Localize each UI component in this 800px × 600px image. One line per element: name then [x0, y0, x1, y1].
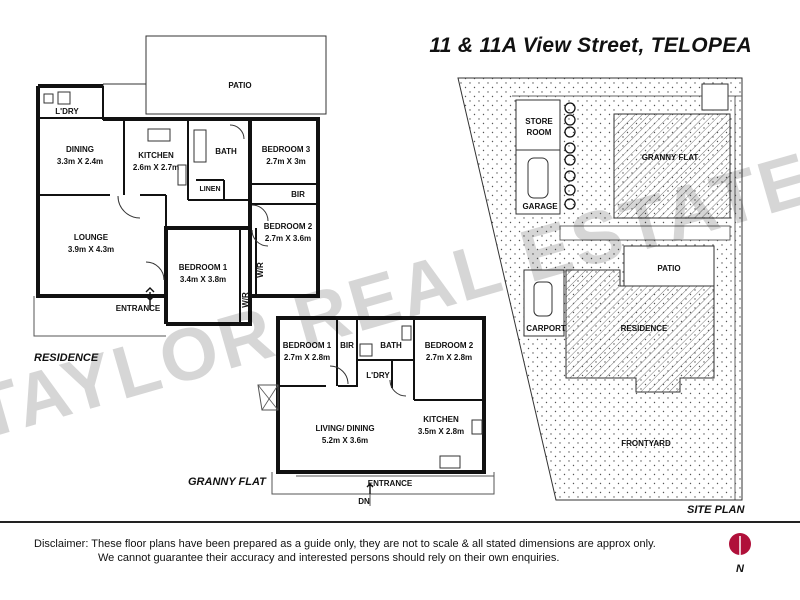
granny-flat-plan: BEDROOM 1 2.7m X 2.8m BIR BATH L'DRY BED… — [257, 316, 495, 506]
label-site-frontyard: FRONTYARD — [621, 439, 671, 448]
label-res-wr-2: W/R — [256, 262, 265, 278]
label-site-patio: PATIO — [657, 264, 680, 273]
label-gf-bed1-dim: 2.7m X 2.8m — [284, 353, 330, 362]
label-site-store-1: STORE — [525, 117, 553, 126]
entrance-arrow-icon — [145, 292, 155, 310]
label-site-store-2: ROOM — [527, 128, 552, 137]
label-res-lounge-dim: 3.9m X 4.3m — [68, 245, 114, 254]
label-res-entrance: ENTRANCE — [116, 304, 161, 313]
page-title: 11 & 11A View Street, TELOPEA — [429, 34, 752, 57]
disclaimer-line-2: We cannot guarantee their accuracy and i… — [98, 552, 560, 564]
granny-outer-wall — [276, 316, 486, 474]
label-site-granny-flat: GRANNY FLAT — [642, 153, 699, 162]
label-res-bed1: BEDROOM 1 — [179, 263, 228, 272]
label-gf-bath: BATH — [380, 341, 402, 350]
label-res-bed3: BEDROOM 3 — [262, 145, 311, 154]
label-res-bath: BATH — [215, 147, 237, 156]
section-label-residence: RESIDENCE — [34, 352, 99, 364]
label-gf-ldry: L'DRY — [366, 371, 390, 380]
label-site-carport: CARPORT — [526, 324, 566, 333]
label-res-dining-dim: 3.3m X 2.4m — [57, 157, 103, 166]
label-site-residence: RESIDENCE — [621, 324, 668, 333]
site-store-garage — [515, 99, 561, 215]
label-res-dining: DINING — [66, 145, 94, 154]
label-gf-living-dim: 5.2m X 3.6m — [322, 436, 368, 445]
residence-patio-area — [145, 35, 327, 115]
label-gf-living: LIVING/ DINING — [315, 424, 374, 433]
north-compass-icon: N — [729, 533, 751, 575]
label-res-bed3-dim: 2.7m X 3m — [266, 157, 306, 166]
site-carport — [523, 269, 565, 337]
disclaimer-line-1: Disclaimer: These floor plans have been … — [34, 538, 656, 550]
label-gf-bed2: BEDROOM 2 — [425, 341, 474, 350]
label-gf-dn: DN — [358, 497, 370, 506]
label-res-bir: BIR — [291, 190, 305, 199]
label-res-wr-1: W/R — [241, 292, 250, 308]
label-gf-kitchen: KITCHEN — [423, 415, 459, 424]
granny-entrance-arrow-icon — [366, 483, 374, 494]
site-plan: STORE ROOM GARAGE GRANNY FLAT PATIO CARP… — [457, 77, 743, 501]
residence-plan: PATIO L'DRY DINING 3.3m X 2.4m KITCHEN 2… — [33, 35, 327, 337]
section-label-granny-flat: GRANNY FLAT — [188, 476, 266, 488]
label-gf-kitchen-dim: 3.5m X 2.8m — [418, 427, 464, 436]
compass-label: N — [736, 563, 745, 575]
label-res-ldry: L'DRY — [55, 107, 79, 116]
label-res-patio: PATIO — [228, 81, 251, 90]
site-granny-flat — [613, 113, 731, 219]
label-res-lounge: LOUNGE — [74, 233, 109, 242]
label-res-bed2: BEDROOM 2 — [264, 222, 313, 231]
label-gf-entrance: ENTRANCE — [368, 479, 413, 488]
site-residence — [565, 269, 715, 393]
label-res-kitchen-dim: 2.6m X 2.7m — [133, 163, 179, 172]
section-label-site-plan: SITE PLAN — [687, 504, 745, 516]
label-site-garage: GARAGE — [522, 202, 558, 211]
footer-divider — [0, 521, 800, 523]
label-res-linen: LINEN — [200, 186, 221, 193]
label-gf-bed2-dim: 2.7m X 2.8m — [426, 353, 472, 362]
label-gf-bed1: BEDROOM 1 — [283, 341, 332, 350]
site-patio — [623, 245, 715, 287]
label-gf-bir: BIR — [340, 341, 354, 350]
disclaimer: Disclaimer: These floor plans have been … — [34, 537, 724, 565]
label-res-bed2-dim: 2.7m X 3.6m — [265, 234, 311, 243]
label-res-bed1-dim: 3.4m X 3.8m — [180, 275, 226, 284]
label-res-kitchen: KITCHEN — [138, 151, 174, 160]
